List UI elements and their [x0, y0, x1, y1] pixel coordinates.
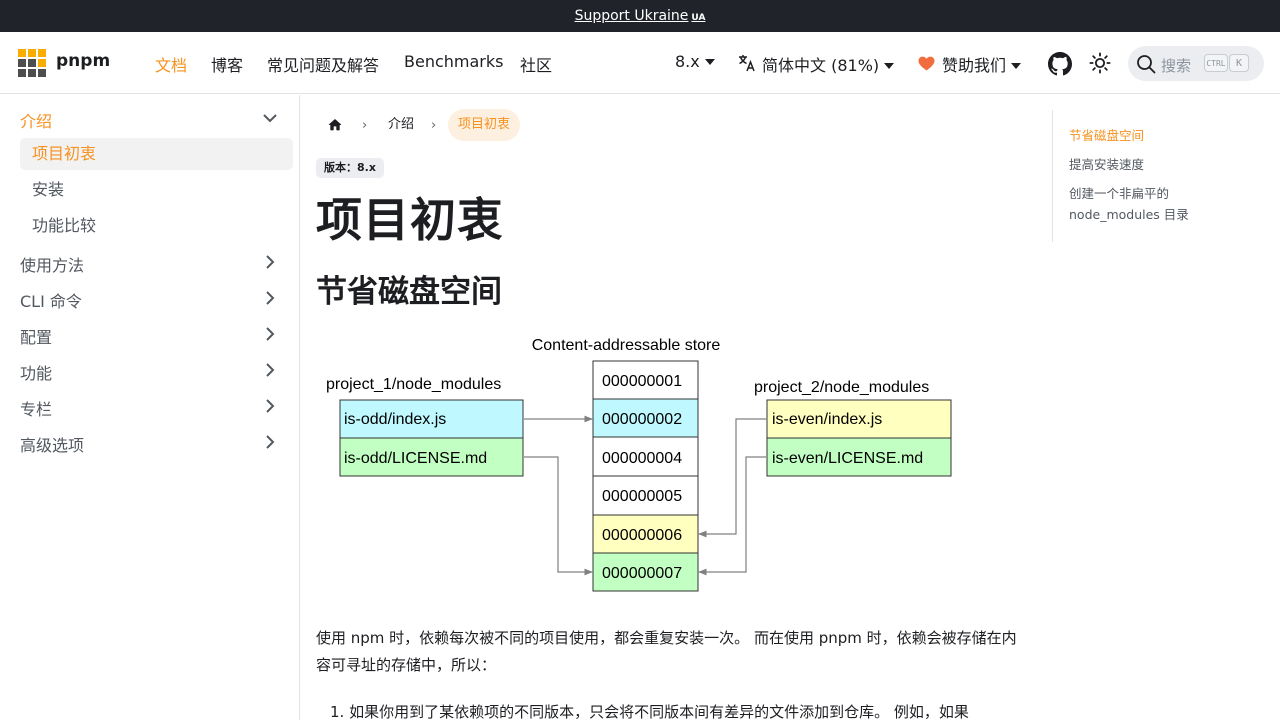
chevron-right-icon[interactable] [258, 430, 282, 454]
chevron-right-icon[interactable] [258, 286, 282, 310]
breadcrumb-separator-icon: › [431, 118, 437, 133]
store-title: Content-addressable store [532, 337, 721, 354]
project2-file-box-license [766, 437, 952, 477]
intro-paragraph: 使用 npm 时，依赖每次被不同的项目使用，都会重复安装一次。 而在使用 pnp… [316, 629, 1017, 674]
sidebar-category-features[interactable]: 功能 [20, 364, 53, 383]
search-icon [1135, 53, 1157, 75]
project1-file-license: is-odd/LICENSE.md [344, 450, 487, 467]
project2-file-box-index [766, 399, 952, 439]
breadcrumb-separator-icon: › [362, 118, 368, 133]
version-dropdown[interactable]: 8.x [675, 52, 715, 71]
toc-item-install-speed[interactable]: 提高安装速度 [1069, 157, 1145, 172]
github-icon[interactable] [1047, 51, 1072, 76]
arrow-license-to-store [524, 456, 593, 576]
nav-faq[interactable]: 常见问题及解答 [267, 56, 380, 75]
breadcrumb-current: 项目初衷 [448, 109, 521, 141]
chevron-down-icon [884, 63, 895, 69]
project1-file-box-license [339, 437, 524, 477]
sponsor-label: 赞助我们 [942, 56, 1007, 75]
top-navbar: pnpm 文档 博客 常见问题及解答 Benchmarks 社区 8.x 简体中… [0, 32, 1280, 94]
support-ukraine-text: Support Ukraine [574, 8, 689, 24]
nav-community[interactable]: 社区 [520, 56, 553, 75]
sidebar-category-advanced[interactable]: 高级选项 [20, 436, 85, 455]
store-entry-4: 000000005 [602, 488, 682, 505]
content-addressable-store-diagram: Content-addressable store project_1/node… [316, 330, 956, 604]
section-heading-save-disk-space[interactable]: 节省磁盘空间 [316, 274, 502, 310]
store-entry-5: 000000006 [602, 527, 682, 544]
translate-icon [736, 52, 758, 74]
heart-icon [917, 54, 935, 72]
version-label: 8.x [675, 52, 700, 71]
chevron-right-icon[interactable] [258, 394, 282, 418]
language-label: 简体中文 (81%) [762, 56, 880, 75]
project1-file-box-index [339, 399, 524, 439]
sidebar-item-installation[interactable]: 安装 [32, 180, 65, 199]
kbd-k: K [1229, 54, 1249, 72]
search-button[interactable]: 搜索 CTRL K [1128, 46, 1264, 81]
store-box-2 [592, 398, 699, 438]
sidebar-item-motivation[interactable]: 项目初衷 [20, 138, 293, 170]
page-title: 项目初衷 [316, 193, 504, 247]
table-of-contents: 节省磁盘空间 提高安装速度 创建一个非扁平的 node_modules 目录 [1052, 110, 1252, 242]
language-dropdown[interactable]: 简体中文 (81%) [762, 52, 895, 76]
store-entry-1: 000000001 [602, 373, 682, 390]
project2-file-index: is-even/index.js [772, 411, 882, 428]
nav-blog[interactable]: 博客 [211, 56, 244, 75]
sidebar-category-usage[interactable]: 使用方法 [20, 256, 85, 275]
project2-title: project_2/node_modules [754, 379, 929, 396]
project2-file-license: is-even/LICENSE.md [772, 450, 923, 467]
store-box-3 [592, 436, 699, 477]
toc-item-save-disk-space[interactable]: 节省磁盘空间 [1069, 128, 1145, 143]
chevron-down-icon[interactable] [258, 106, 282, 130]
project1-title: project_1/node_modules [326, 376, 501, 393]
chevron-right-icon[interactable] [258, 250, 282, 274]
sidebar-category-intro[interactable]: 介绍 [20, 112, 53, 131]
nav-docs[interactable]: 文档 [155, 56, 188, 75]
store-box-4 [592, 475, 699, 516]
store-entry-6: 000000007 [602, 565, 682, 582]
chevron-down-icon [704, 59, 715, 65]
breadcrumb-intro[interactable]: 介绍 [388, 117, 415, 132]
sidebar-category-config[interactable]: 配置 [20, 328, 53, 347]
pnpm-logo-icon[interactable] [18, 49, 46, 77]
version-badge: 版本：8.x [316, 158, 384, 178]
chevron-right-icon[interactable] [258, 358, 282, 382]
search-placeholder: 搜索 [1161, 57, 1192, 75]
store-box-6 [592, 552, 699, 592]
store-box-5 [592, 514, 699, 554]
store-entry-2: 000000002 [602, 411, 682, 428]
toc-item-non-flat-node-modules[interactable]: 创建一个非扁平的 node_modules 目录 [1069, 186, 1189, 222]
home-icon[interactable] [326, 116, 344, 134]
nav-benchmarks[interactable]: Benchmarks [404, 52, 504, 71]
arrow-even-index-to-store [698, 418, 766, 538]
kbd-ctrl: CTRL [1204, 54, 1228, 72]
store-entry-3: 000000004 [602, 450, 682, 467]
theme-toggle-sun-icon[interactable] [1088, 51, 1112, 75]
chevron-down-icon [1011, 63, 1022, 69]
docs-sidebar: 介绍 项目初衷 安装 功能比较 使用方法 CLI 命令 配置 功能 专栏 高级选… [0, 95, 300, 720]
arrow-even-license-to-store [698, 456, 766, 576]
list-item: 1. 如果你用到了某依赖项的不同版本，只会将不同版本间有差异的文件添加到仓库。 … [330, 703, 969, 720]
sidebar-item-feature-comparison[interactable]: 功能比较 [32, 216, 97, 235]
sponsor-dropdown[interactable]: 赞助我们 [942, 52, 1022, 76]
ua-badge: UA [691, 13, 706, 23]
sidebar-category-cli[interactable]: CLI 命令 [20, 292, 82, 311]
sidebar-category-recipes[interactable]: 专栏 [20, 400, 53, 419]
chevron-right-icon[interactable] [258, 322, 282, 346]
brand-name[interactable]: pnpm [56, 51, 111, 71]
project1-file-index: is-odd/index.js [344, 411, 446, 428]
